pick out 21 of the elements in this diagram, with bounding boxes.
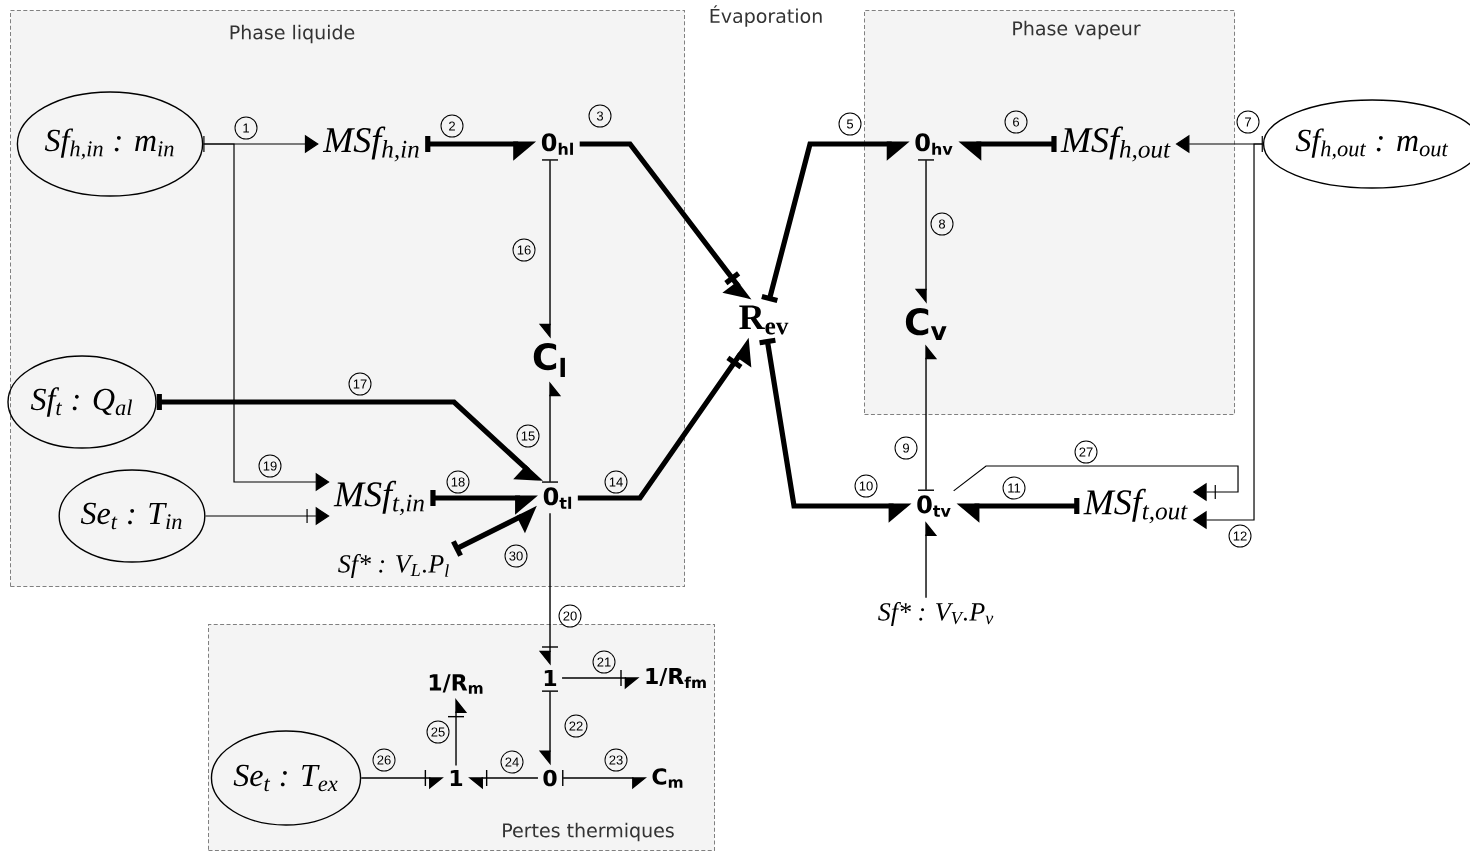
junction-label: 1 — [544, 670, 557, 687]
junction-label: 1 — [450, 770, 463, 787]
junction-label: 0$_{tl}$ — [543, 487, 572, 509]
element-label: C$_{m}$ — [652, 768, 683, 788]
element-label: MSf$_{h,out}$ — [1060, 126, 1171, 162]
element-label: R$_{ev}$ — [739, 305, 789, 335]
signal-arrow — [953, 465, 1239, 502]
element-label: Sf* : V$_{V}$.P$_{v}$ — [878, 602, 994, 626]
section-heading: Évaporation — [710, 5, 822, 27]
element-label: MSf$_{t,out}$ — [1083, 488, 1188, 524]
junction-label: 0$_{tv}$ — [917, 495, 951, 517]
element-label: MSf$_{t,in}$ — [333, 480, 424, 516]
junction-label: 0$_{hl}$ — [541, 133, 573, 155]
junction-label: 0 — [543, 769, 557, 787]
element-label: MSf$_{h,in}$ — [322, 126, 419, 162]
element-label: C$_{v}$ — [905, 308, 947, 340]
junction-label: 0$_{hv}$ — [915, 133, 953, 155]
element-label: 1/R$_{fm}$ — [646, 667, 706, 689]
element-label: Sf* : V$_{L}$.P$_{l}$ — [338, 554, 449, 578]
element-label: C$_{l}$ — [533, 343, 565, 377]
element-label: 1/R$_{m}$ — [429, 674, 483, 694]
